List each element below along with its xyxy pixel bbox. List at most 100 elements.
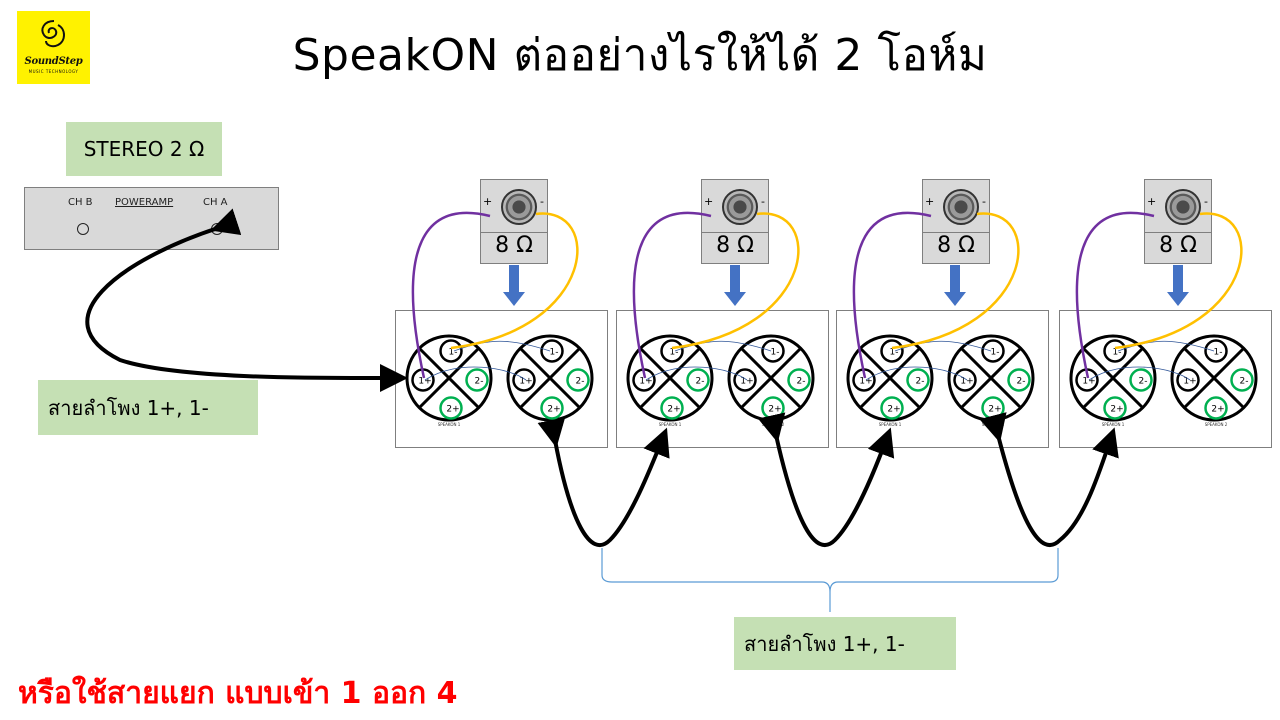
speaker-minus-terminal: - [540, 195, 544, 208]
down-arrow-icon [1173, 265, 1183, 293]
speaker-4: + - 8 Ω [1144, 179, 1212, 264]
speakon-pin [1129, 368, 1153, 392]
speakon-connector-4[interactable]: 1-1+2-2+ [727, 334, 815, 422]
speakon-pin-label: 1+ [519, 377, 532, 387]
speaker-cone-icon [722, 189, 758, 225]
down-arrow-head-icon [724, 292, 746, 306]
speakon-caption: SPEAKON 1 [659, 422, 682, 427]
speaker-1: + - 8 Ω [480, 179, 548, 264]
speakon-pin-label: 2- [1240, 377, 1249, 387]
plus-wire [852, 211, 932, 379]
down-arrow-icon [509, 265, 519, 293]
speaker-cone-icon [501, 189, 537, 225]
speakon-caption: SPEAKON 2 [982, 422, 1005, 427]
speakon-pin [540, 339, 564, 363]
speaker-plus-terminal: + [1147, 195, 1157, 208]
speakon-caption: SPEAKON 2 [1205, 422, 1228, 427]
logo-text: SoundStep [24, 56, 83, 67]
speakon-pin-label: 2- [475, 377, 484, 387]
speakon-pin-label: 1- [991, 348, 1000, 358]
speakon-pin-label: 1+ [1082, 377, 1095, 387]
minus-wire [1114, 212, 1243, 350]
link-cable-3 [979, 412, 1119, 548]
speaker-2: + - 8 Ω [701, 179, 769, 264]
speakon-pin [1204, 339, 1228, 363]
speakon-pin [761, 339, 785, 363]
plus-wire [632, 211, 712, 379]
speakon-connector-3[interactable]: 1- 1+ 2- 2+ [626, 334, 714, 422]
speakon-pin-label: 1- [771, 348, 780, 358]
speakon-caption: SPEAKON 2 [541, 422, 564, 427]
speakon-pin-label: 1- [1113, 348, 1122, 358]
link-cable-2 [757, 412, 895, 548]
speakon-pin-label: 2- [1017, 377, 1026, 387]
speakon-pin-label: 1+ [740, 377, 753, 387]
speakon-caption: SPEAKON 2 [762, 422, 785, 427]
speakon-pin-label: 1+ [859, 377, 872, 387]
speakon-connector-2[interactable]: 1-1+2-2+ [506, 334, 594, 422]
down-arrow-icon [950, 265, 960, 293]
speakon-pin [465, 368, 489, 392]
speakon-pin [512, 368, 536, 392]
link-cable-1 [537, 417, 670, 548]
soundstep-logo: SoundStep MUSIC TECHNOLOGY [17, 11, 90, 84]
speakon-pin-label: 1- [670, 348, 679, 358]
speakon-pin-label: 2+ [1110, 405, 1123, 415]
speakon-pin-label: 1- [890, 348, 899, 358]
page-title: SpeakON ต่ออย่างไรให้ได้ 2 โอห์ม [292, 30, 988, 81]
down-arrow-head-icon [944, 292, 966, 306]
speakon-pin [1204, 396, 1228, 420]
speakon-pin-label: 1- [449, 348, 458, 358]
stereo-label: STEREO 2 Ω [66, 122, 222, 176]
speakon-pin [686, 368, 710, 392]
speakon-pin [1007, 368, 1031, 392]
speakon-pin-label: 2+ [667, 405, 680, 415]
speaker-minus-terminal: - [1204, 195, 1208, 208]
speakon-pin-label: 2- [576, 377, 585, 387]
speaker-plus-terminal: + [483, 195, 493, 208]
speakon-connector-7[interactable]: 1- 1+ 2- 2+ [1069, 334, 1157, 422]
speaker-minus-terminal: - [982, 195, 986, 208]
brace [601, 548, 1059, 612]
speakon-connector-5[interactable]: 1-1+2-2+ [846, 334, 934, 422]
speakon-pin [880, 339, 904, 363]
speakon-connector-1[interactable]: 1-1+2-2+ [405, 334, 493, 422]
speakon-pin [660, 339, 684, 363]
speakon-pin-label: 1+ [960, 377, 973, 387]
speakon-pin [1103, 339, 1127, 363]
speaker-plus-terminal: + [704, 195, 714, 208]
speakon-caption: SPEAKON 1 [1102, 422, 1125, 427]
speakon-pin-label: 1+ [1183, 377, 1196, 387]
speakon-pin [953, 368, 977, 392]
speakon-pin-label: 2+ [988, 405, 1001, 415]
down-arrow-icon [730, 265, 740, 293]
speakon-pin [981, 339, 1005, 363]
speakon-pin-label: 2+ [547, 405, 560, 415]
speakon-pin-label: 1+ [639, 377, 652, 387]
speaker-impedance: 8 Ω [716, 233, 754, 258]
speakon-pin [733, 368, 757, 392]
speakon-pin-label: 2- [1139, 377, 1148, 387]
down-arrow-head-icon [503, 292, 525, 306]
speakon-pin-label: 2+ [1211, 405, 1224, 415]
amp-ch-b-jack[interactable] [77, 223, 89, 235]
cable-label-bottom: สายลำโพง 1+, 1- [734, 617, 956, 670]
amp-name-label: POWERAMP [115, 197, 174, 208]
speaker-impedance: 8 Ω [937, 233, 975, 258]
speakon-connector-6[interactable]: 1- 1+ 2- 2+ [947, 334, 1035, 422]
amp-ch-a-label: CH A [203, 197, 228, 208]
speaker-cone-icon [943, 189, 979, 225]
speaker-3: + - 8 Ω [922, 179, 990, 264]
speakon-pin [1176, 368, 1200, 392]
speakon-pin-label: 2- [797, 377, 806, 387]
speakon-caption: SPEAKON 1 [879, 422, 902, 427]
minus-wire [891, 212, 1020, 350]
speakon-pin-label: 2- [696, 377, 705, 387]
speakon-pin [566, 368, 590, 392]
speakon-pin-label: 2- [916, 377, 925, 387]
speakon-connector-8[interactable]: 1-1+2-2+ [1170, 334, 1258, 422]
